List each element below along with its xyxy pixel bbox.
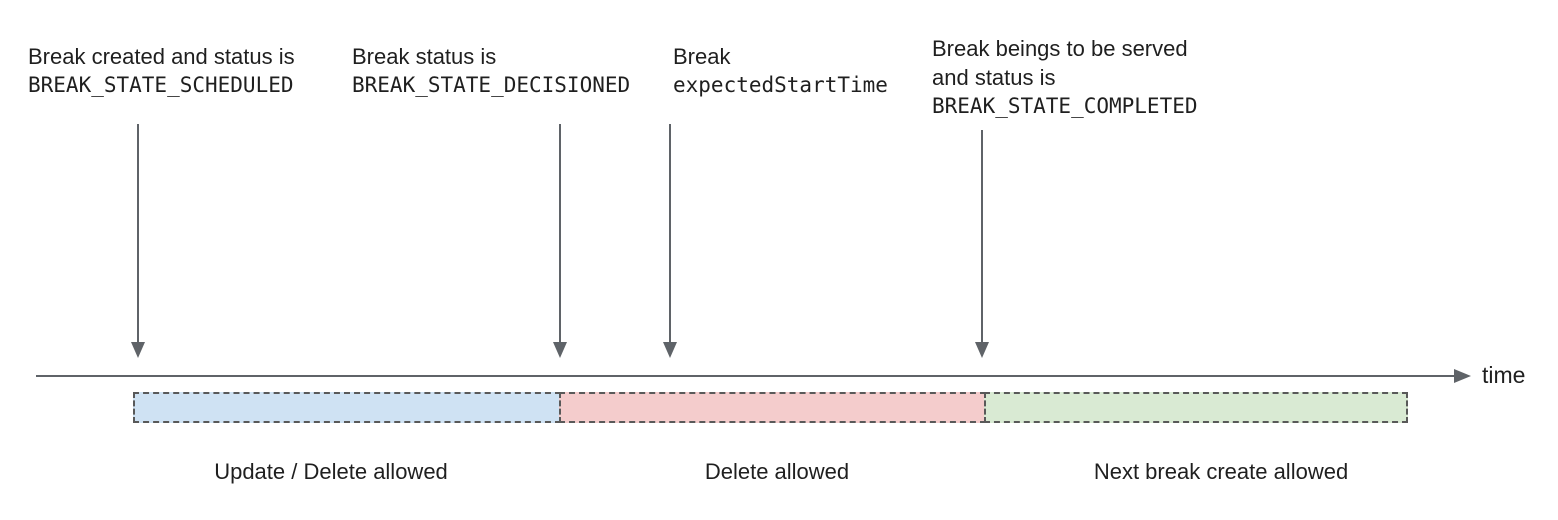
event-arrow-completed — [975, 130, 989, 358]
annotation-line: Break status is — [352, 44, 497, 69]
annotation-state-code: BREAK_STATE_SCHEDULED — [28, 73, 294, 97]
arrow-right-icon — [1454, 369, 1471, 383]
event-arrow-decisioned — [553, 124, 567, 358]
segment-label-next-break: Next break create allowed — [1093, 459, 1349, 484]
time-axis-line — [36, 375, 1456, 377]
annotation-break-completed: Break beings to be served and status is … — [932, 34, 1198, 121]
arrow-shaft — [669, 124, 671, 344]
annotation-break-decisioned: Break status is BREAK_STATE_DECISIONED — [352, 42, 630, 100]
arrow-down-icon — [975, 342, 989, 358]
segment-label-update-delete: Update / Delete allowed — [214, 459, 448, 484]
segment-next-break-create-allowed — [984, 392, 1408, 423]
arrow-down-icon — [553, 342, 567, 358]
arrow-down-icon — [663, 342, 677, 358]
annotation-state-code: BREAK_STATE_COMPLETED — [932, 94, 1198, 118]
annotation-line: Break beings to be served — [932, 36, 1188, 61]
annotation-line: Break created and status is — [28, 44, 295, 69]
arrow-down-icon — [131, 342, 145, 358]
annotation-line: and status is — [932, 65, 1056, 90]
arrow-shaft — [137, 124, 139, 344]
annotation-break-scheduled: Break created and status is BREAK_STATE_… — [28, 42, 295, 100]
annotation-state-code: expectedStartTime — [673, 73, 888, 97]
annotation-expected-start-time: Break expectedStartTime — [673, 42, 888, 100]
annotation-line: Break — [673, 44, 731, 69]
segment-update-delete-allowed — [133, 392, 561, 423]
arrow-shaft — [981, 130, 983, 344]
event-arrow-expected-start — [663, 124, 677, 358]
segment-label-delete: Delete allowed — [704, 459, 850, 484]
time-axis-label: time — [1482, 362, 1526, 388]
segment-delete-allowed — [559, 392, 986, 423]
event-arrow-scheduled — [131, 124, 145, 358]
arrow-shaft — [559, 124, 561, 344]
annotation-state-code: BREAK_STATE_DECISIONED — [352, 73, 631, 97]
